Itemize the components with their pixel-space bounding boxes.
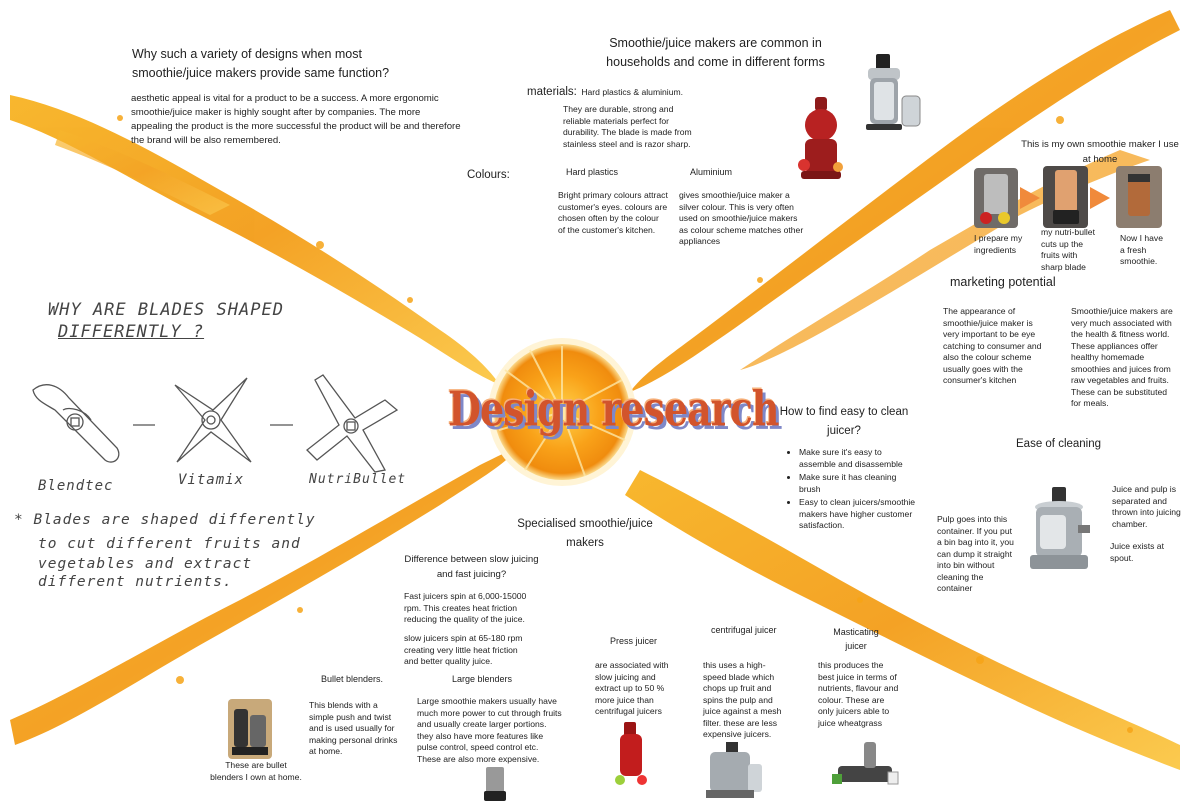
materials-label: materials: xyxy=(527,86,577,98)
juicer-image xyxy=(1022,485,1102,575)
centrifugal-juicer-image xyxy=(700,740,766,800)
masticating-juicer-image xyxy=(830,736,900,786)
arrow-icon xyxy=(1090,187,1110,209)
smoothie-photo xyxy=(1116,166,1162,228)
clean-bullet: Make sure it's easy to assemble and disa… xyxy=(799,447,920,470)
materials-value: Hard plastics & aluminium. xyxy=(581,87,684,97)
nutribullet-blade-sketch xyxy=(306,374,399,473)
aluminium-text: gives smoothie/juice maker a silver colo… xyxy=(679,190,804,246)
large-blenders-heading: Large blenders xyxy=(452,674,513,684)
colours-label: Colours: xyxy=(467,169,510,181)
blendtec-label: Blendtec xyxy=(38,478,114,494)
aluminium-label: Aluminium xyxy=(690,167,733,177)
red-juicer-image xyxy=(795,95,847,183)
press-juicer-text: are associated with slow juicing and ext… xyxy=(595,660,669,716)
masticating-juicer-heading: Masticating juicer xyxy=(833,627,879,651)
own-step-1: I prepare my ingredients xyxy=(974,233,1023,255)
slow-juicing-text: slow juicers spin at 65-180 rpm creating… xyxy=(404,633,523,666)
clean-bullet: Make sure it has cleaning brush xyxy=(799,472,920,495)
splash-arm-bottom-right xyxy=(625,470,1180,770)
blades-note-line-4: different nutrients. xyxy=(38,574,233,590)
clean-heading: How to find easy to clean juicer? xyxy=(779,406,909,437)
hard-plastics-label: Hard plastics xyxy=(566,167,619,177)
orange-slice xyxy=(488,338,636,486)
splash-arm-top-left xyxy=(10,95,500,385)
silver-juicer-image xyxy=(860,52,925,132)
ease-spout-text: Juice exists at spout. xyxy=(1110,541,1164,563)
masticating-juicer-text: this produces the best juice in terms of… xyxy=(818,660,899,728)
fast-juicing-text: Fast juicers spin at 6,000-15000 rpm. Th… xyxy=(404,591,527,624)
hard-plastics-text: Bright primary colours attract customer'… xyxy=(558,190,668,235)
bullet-blenders-text: This blends with a simple push and twist… xyxy=(309,700,398,756)
blades-note-line-3: vegetables and extract xyxy=(38,556,253,572)
centrifugal-juicer-text: this uses a high-speed blade which chops… xyxy=(703,660,782,739)
materials-text: They are durable, strong and reliable ma… xyxy=(563,104,692,149)
ingredients-photo xyxy=(974,168,1018,228)
vitamix-label: Vitamix xyxy=(178,472,245,488)
bullet-blenders-heading: Bullet blenders. xyxy=(321,674,384,684)
own-step-2: my nutri-bullet cuts up the fruits with … xyxy=(1041,227,1095,272)
arrow-icon xyxy=(1020,187,1040,209)
own-step-3: Now I have a fresh smoothie. xyxy=(1120,233,1163,266)
large-blenders-text: Large smoothie makers usually have much … xyxy=(417,696,562,764)
ease-heading: Ease of cleaning xyxy=(1016,438,1102,450)
bullet-blenders-caption: These are bullet blenders I own at home. xyxy=(210,760,302,782)
nutribullet-label: NutriBullet xyxy=(309,472,407,487)
press-juicer-image xyxy=(612,720,650,786)
centrifugal-juicer-heading: centrifugal juicer xyxy=(711,625,777,635)
clean-bullets: Make sure it's easy to assemble and disa… xyxy=(785,447,920,534)
diff-heading: Difference between slow juicing and fast… xyxy=(404,554,539,580)
ease-pulp-text: Pulp goes into this container. If you pu… xyxy=(937,514,1014,593)
splash-arm-top-right xyxy=(630,10,1180,392)
bullet-blenders-photo xyxy=(228,699,272,759)
blades-heading-line-1: WHY ARE BLADES SHAPED xyxy=(48,300,284,320)
blendtec-blade-sketch xyxy=(32,384,120,463)
press-juicer-heading: Press juicer xyxy=(610,636,658,646)
page-title: Design research xyxy=(448,380,780,437)
clean-bullet: Easy to clean juicers/smoothie makers ha… xyxy=(799,497,920,532)
splash-arm-bottom-left xyxy=(10,448,518,745)
marketing-right-text: Smoothie/juice makers are very much asso… xyxy=(1071,306,1173,408)
marketing-heading: marketing potential xyxy=(950,275,1056,289)
own-heading: This is my own smoothie maker I use at h… xyxy=(1021,139,1179,165)
large-blender-image xyxy=(480,765,510,803)
blades-note-line-1: * Blades are shaped differently xyxy=(14,512,316,528)
vitamix-blade-sketch xyxy=(174,377,252,463)
ease-separated-text: Juice and pulp is separated and thrown i… xyxy=(1112,484,1181,529)
nutribullet-photo xyxy=(1043,166,1088,228)
variety-heading: Why such a variety of designs when most … xyxy=(132,47,390,80)
blade-sketches xyxy=(32,374,399,473)
common-heading: Smoothie/juice makers are common in hous… xyxy=(606,36,825,69)
marketing-left-text: The appearance of smoothie/juice maker i… xyxy=(943,306,1042,385)
specialised-heading: Specialised smoothie/juice makers xyxy=(517,518,653,549)
blades-heading-line-2: DIFFERENTLY ? xyxy=(58,322,205,342)
variety-text: aesthetic appeal is vital for a product … xyxy=(131,93,461,146)
blades-note-line-2: to cut different fruits and xyxy=(38,536,301,552)
materials-row: materials: Hard plastics & aluminium. xyxy=(527,82,683,102)
